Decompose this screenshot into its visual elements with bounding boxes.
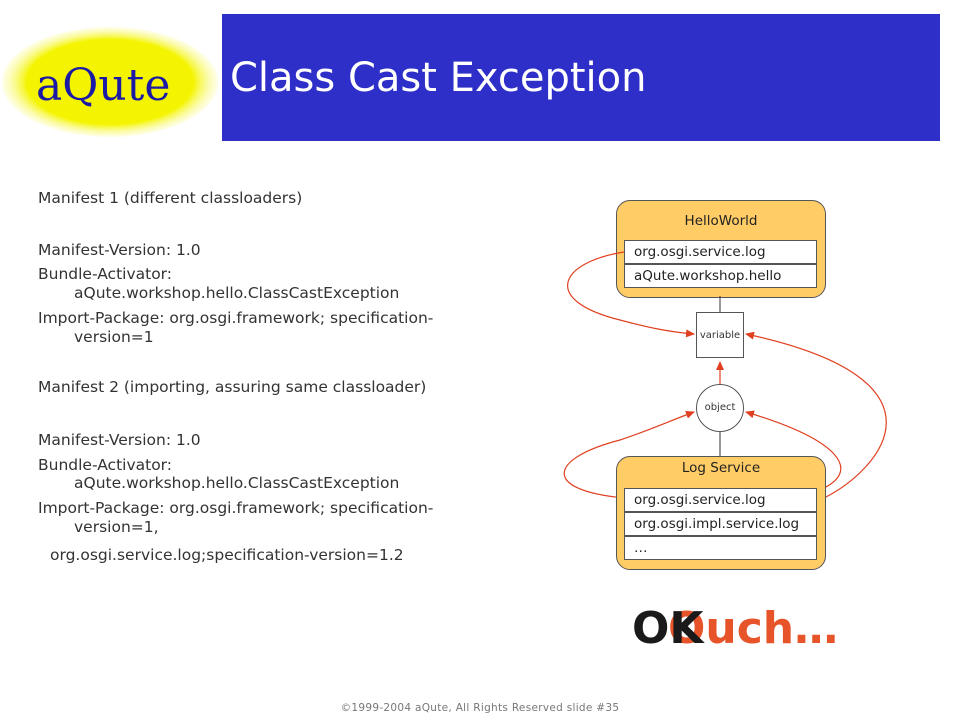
manifest2-import-extra: org.osgi.service.log;specification-versi… (50, 546, 404, 564)
log-service-package-log: org.osgi.service.log (624, 488, 817, 512)
variable-node: variable (696, 312, 744, 358)
slide-footer: ©1999-2004 aQute, All Rights Reserved sl… (340, 702, 620, 714)
manifest1-version: Manifest-Version: 1.0 (38, 241, 201, 259)
log-package-to-object-arrow (563, 410, 695, 499)
log-package-to-variable-arrow (745, 331, 887, 499)
helloworld-package-hello: aQute.workshop.hello (624, 264, 817, 288)
log-service-package-impl: org.osgi.impl.service.log (624, 512, 817, 536)
manifest1-heading: Manifest 1 (different classloaders) (38, 189, 303, 207)
logo-highlight (2, 27, 218, 137)
manifest1-activator-value: aQute.workshop.hello.ClassCastException (74, 284, 400, 302)
manifest2-import-cont: version=1, (74, 518, 159, 536)
logo: aQute (0, 12, 222, 147)
slide-title: Class Cast Exception (230, 55, 647, 101)
log-service-label: Log Service (681, 460, 761, 476)
manifest1-import: Import-Package: org.osgi.framework; spec… (38, 309, 434, 327)
object-node: object (696, 384, 744, 432)
manifest2-activator-value: aQute.workshop.hello.ClassCastException (74, 474, 400, 492)
logo-text: aQute (36, 60, 171, 111)
ouch-text: Ouch… (668, 603, 839, 654)
helloworld-package-log: org.osgi.service.log (624, 240, 817, 264)
log-service-package-more: … (624, 536, 817, 560)
title-banner (222, 14, 940, 141)
manifest2-version: Manifest-Version: 1.0 (38, 431, 201, 449)
helloworld-label: HelloWorld (684, 213, 758, 229)
manifest2-heading: Manifest 2 (importing, assuring same cla… (38, 378, 427, 396)
hello-log-to-variable-arrow (567, 251, 695, 338)
ok-text: OK (632, 603, 704, 654)
manifest1-import-cont: version=1 (74, 328, 154, 346)
log-package-to-object-right-arrow (745, 410, 842, 489)
manifest2-import: Import-Package: org.osgi.framework; spec… (38, 499, 434, 517)
manifest2-activator: Bundle-Activator: (38, 456, 173, 474)
manifest1-activator: Bundle-Activator: (38, 265, 173, 283)
